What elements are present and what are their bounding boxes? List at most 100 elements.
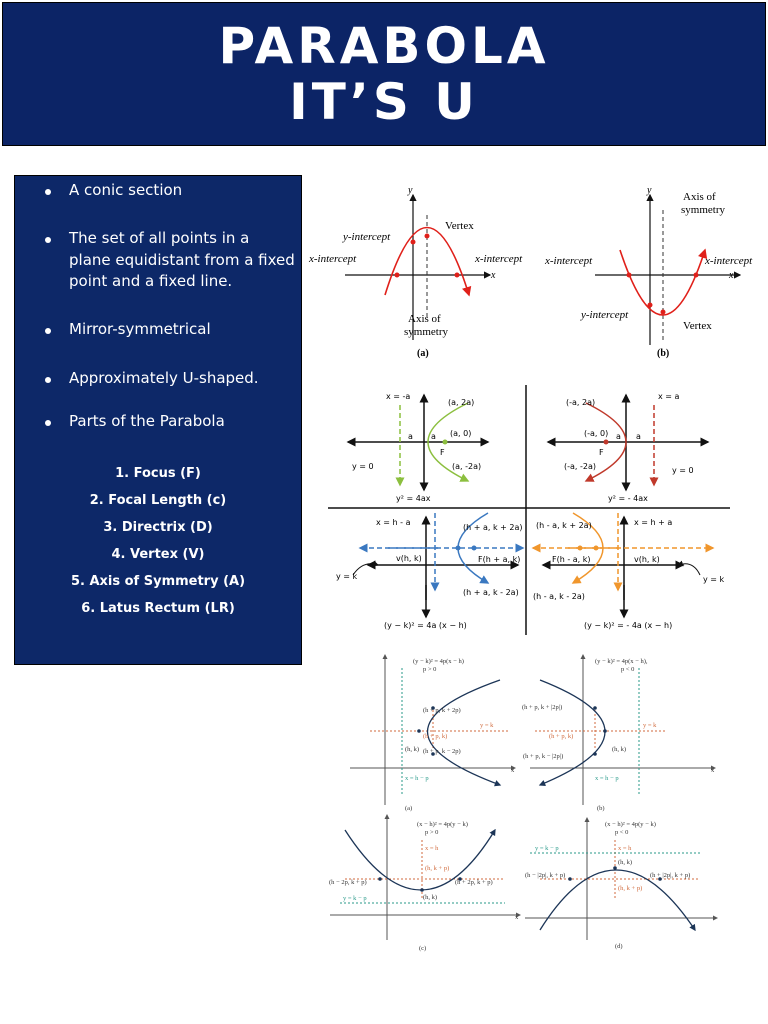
diagram-label: y: [407, 185, 413, 196]
diagram-label: Vertex: [683, 320, 712, 332]
graph-vertex-a: (y − k)² = 4p(x − h) p > 0 (h + p, k + 2…: [350, 654, 516, 812]
diagram-label: (a, 2a): [448, 398, 474, 407]
quadrant-right-opening: x = -a (a, 2a) (a, 0) a a F (a, -2a) y =…: [346, 392, 490, 503]
diagram-label: x = a: [658, 392, 680, 401]
diagram-label: p < 0: [621, 666, 634, 673]
part-vertex: 4. Vertex (V): [111, 547, 205, 562]
diagram-label: x: [515, 914, 519, 921]
diagram-label: x: [490, 270, 496, 281]
diagram-label: y = k: [703, 575, 725, 584]
diagram-label: p > 0: [423, 666, 436, 673]
diagram-label: (h - a, k - 2a): [533, 592, 585, 601]
diagram-label: (y − k)² = 4p(x − h),: [595, 658, 648, 665]
diagram-label: (h + a, k + 2a): [463, 523, 523, 532]
diagram-label: y² = - 4ax: [608, 494, 648, 503]
diagram-label: (a, 0): [450, 429, 471, 438]
diagram-label: (a, -2a): [452, 462, 481, 471]
diagram-label: F(h - a, k): [552, 555, 591, 564]
diagram-label: (y − k)² = - 4a (x − h): [584, 621, 672, 630]
diagram-label: x-intercept: [474, 253, 523, 265]
bullet-item: The set of all points in a plane equidis…: [45, 228, 295, 293]
diagram-label: x = h − p: [405, 775, 429, 782]
diagram-label: a: [636, 432, 641, 441]
diagram-label: x = h: [618, 845, 632, 852]
diagram-label: y-intercept: [342, 231, 391, 243]
diagram-label: x-intercept: [544, 255, 593, 267]
diagram-label: (-a, -2a): [564, 462, 596, 471]
diagram-label: (c): [419, 945, 426, 952]
diagram-label: F: [440, 448, 445, 457]
diagram-label: a: [616, 432, 621, 441]
diagram-label: p < 0: [615, 829, 628, 836]
graph-vertex-b: (y − k)² = 4p(x − h), p < 0 (h + p, k + …: [522, 654, 716, 812]
diagram-label: (h + p, k − 2p): [423, 748, 461, 755]
diagram-label: y-intercept: [580, 309, 629, 321]
bullet-item: Mirror-symmetrical: [45, 319, 295, 341]
diagram-label: (y − k)² = 4p(x − h): [413, 658, 464, 665]
diagram-label: (h + 2p, k + p): [455, 879, 493, 886]
diagram-label: (h + p, k + 2p): [423, 707, 461, 714]
diagram-label: a: [431, 432, 436, 441]
diagram-label: (h − |2p|, k + p): [525, 872, 565, 879]
quadrant-left-opening: x = a (-a, 2a) (-a, 0) a a F (-a, -2a) y…: [546, 392, 710, 503]
diagram-label: (h + p, k): [549, 733, 573, 740]
diagram-label: y = 0: [352, 462, 374, 471]
diagram-label: a: [408, 432, 413, 441]
diagram-label: (-a, 2a): [566, 398, 595, 407]
diagram-label: y = 0: [672, 466, 694, 475]
diagram-label: (h, k): [423, 894, 437, 901]
diagram-label: x = -a: [386, 392, 410, 401]
diagram-label: x: [728, 270, 734, 281]
diagram-label: (d): [615, 943, 623, 950]
diagram-label: (x − h)² = 4p(y − k): [605, 821, 656, 828]
diagram-label: x = h − p: [595, 775, 619, 782]
title-line-2: IT’S U: [289, 73, 479, 131]
diagram-label: (h + p, k): [423, 733, 447, 740]
diagram-label: (h + |2p|, k + p): [650, 872, 690, 879]
diagram-label: (h + a, k - 2a): [463, 588, 519, 597]
diagram-label: p > 0: [425, 829, 438, 836]
diagram-label: y = k − p: [535, 845, 559, 852]
quadrant-shifted-right: x = h - a (h + a, k + 2a) v(h, k) F(h + …: [336, 512, 525, 630]
figure-orientations: x = -a (a, 2a) (a, 0) a a F (a, -2a) y =…: [328, 385, 730, 635]
bullet-dot: [45, 237, 51, 243]
part-focal-length: 2. Focal Length (c): [89, 493, 227, 508]
diagram-label: y = k: [480, 722, 494, 729]
diagram-label: x: [511, 767, 515, 774]
bullet-dot: [45, 420, 51, 426]
diagram-label: x-intercept: [704, 255, 753, 267]
diagram-label: Axis of: [408, 313, 441, 325]
part-directrix: 3. Directrix (D): [103, 520, 213, 535]
diagram-label: y: [646, 185, 652, 196]
definition-panel: A conic section The set of all points in…: [14, 175, 302, 665]
figure-intercepts: y x y-intercept Vertex x-intercept x-int…: [308, 185, 753, 359]
diagram-label: symmetry: [681, 204, 725, 216]
diagram-label: (b): [657, 348, 669, 359]
part-focus: 1. Focus (F): [115, 466, 201, 481]
graph-a: y x y-intercept Vertex x-intercept x-int…: [308, 185, 523, 359]
diagram-label: y = k: [336, 572, 358, 581]
diagram-label: (h + p, k + |2p|): [522, 704, 562, 711]
graph-b: y x Axis of symmetry x-intercept x-inter…: [544, 185, 753, 359]
diagram-label: x = h: [425, 845, 439, 852]
figure-vertex-form: (y − k)² = 4p(x − h) p > 0 (h + p, k + 2…: [329, 654, 718, 952]
diagram-label: x: [711, 767, 715, 774]
bullet-item: A conic section: [45, 180, 295, 202]
title-banner: PARABOLA IT’S U: [2, 2, 766, 146]
bullet-dot: [45, 377, 51, 383]
part-axis-of-symmetry: 5. Axis of Symmetry (A): [70, 574, 246, 589]
bullet-dot: [45, 328, 51, 334]
diagram-label: x = h - a: [376, 518, 411, 527]
diagram-label: v(h, k): [396, 554, 422, 563]
diagram-label: (h, k + p): [425, 865, 449, 872]
diagram-label: (h - a, k + 2a): [536, 521, 592, 530]
diagram-label: (h, k): [618, 859, 632, 866]
diagram-label: (h, k): [405, 746, 419, 753]
diagram-label: F(h + a, k): [478, 555, 520, 564]
diagram-label: y² = 4ax: [396, 494, 431, 503]
bullet-dot: [45, 189, 51, 195]
parts-list: 1. Focus (F) 2. Focal Length (c) 3. Dire…: [15, 460, 301, 622]
diagram-label: Axis of: [683, 191, 716, 203]
diagram-label: (y − k)² = 4a (x − h): [384, 621, 467, 630]
diagram-label: y = k − p: [343, 895, 367, 902]
